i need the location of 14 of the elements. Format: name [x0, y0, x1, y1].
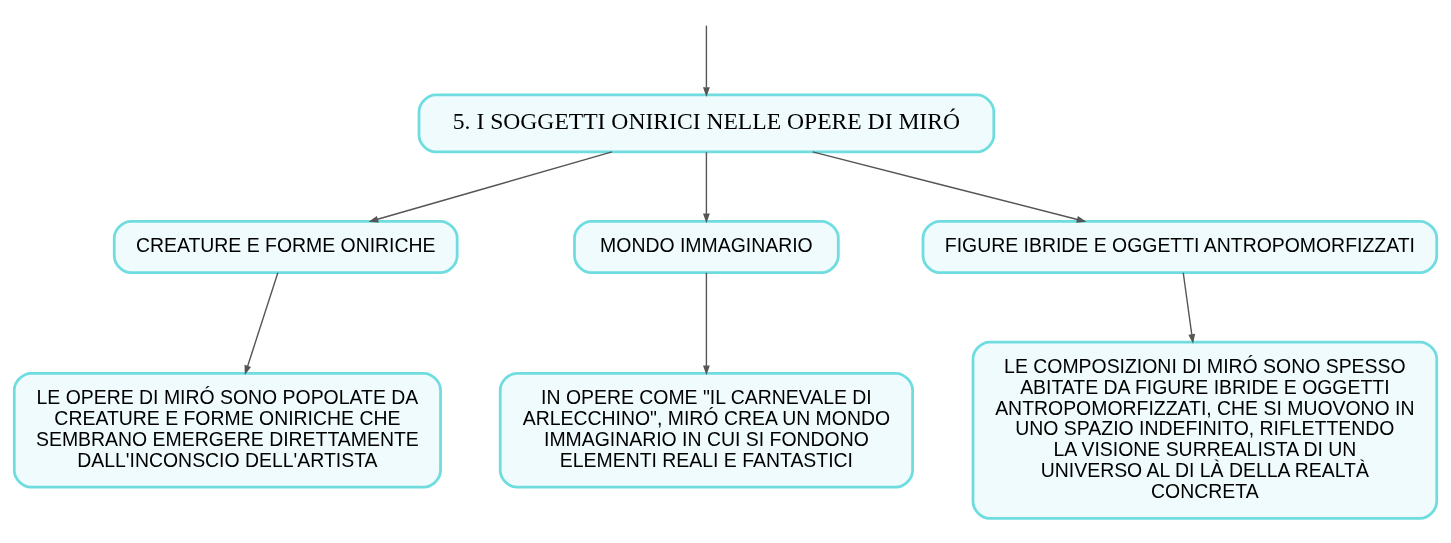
arrow	[703, 272, 710, 376]
arrow	[703, 151, 710, 224]
arrow	[703, 24, 710, 97]
node-box: MONDO IMMAGINARIO	[573, 219, 840, 275]
arrow	[244, 272, 279, 376]
node-box: FIGURE IBRIDE E OGGETTI ANTROPOMORFIZZATI	[921, 219, 1439, 275]
arrow	[1182, 272, 1196, 344]
arrow	[368, 151, 613, 223]
node-box: LE COMPOSIZIONI DI MIRÓ SONO SPESSO ABITATE DA FIGURE IBRIDE E OGGETTI ANTROPOMORFIZZATI, CHE SI MUOVONO IN UNO SPAZIO INDEFINITO, RIFLETTENDO LA VISIONE SURREALISTA DI UN UNIVERSO AL DI LÀ DELLA REALTÀ CONCRETA	[971, 340, 1439, 520]
node-box: LE OPERE DI MIRÓ SONO POPOLATE DA CREATURE E FORME ONIRICHE CHE SEMBRANO EMERGERE DIRETTAMENTE DALL'INCONSCIO DELL'ARTISTA	[12, 371, 442, 489]
node-box: 5. I SOGGETTI ONIRICI NELLE OPERE DI MIRÓ	[417, 93, 996, 154]
node-box: CREATURE E FORME ONIRICHE	[112, 219, 459, 275]
arrow	[811, 151, 1087, 223]
node-box: IN OPERE COME "IL CARNEVALE DI ARLECCHINO", MIRÓ CREA UN MONDO IMMAGINARIO IN CUI SI FONDONO ELEMENTI REALI E FANTASTICI	[498, 371, 914, 489]
